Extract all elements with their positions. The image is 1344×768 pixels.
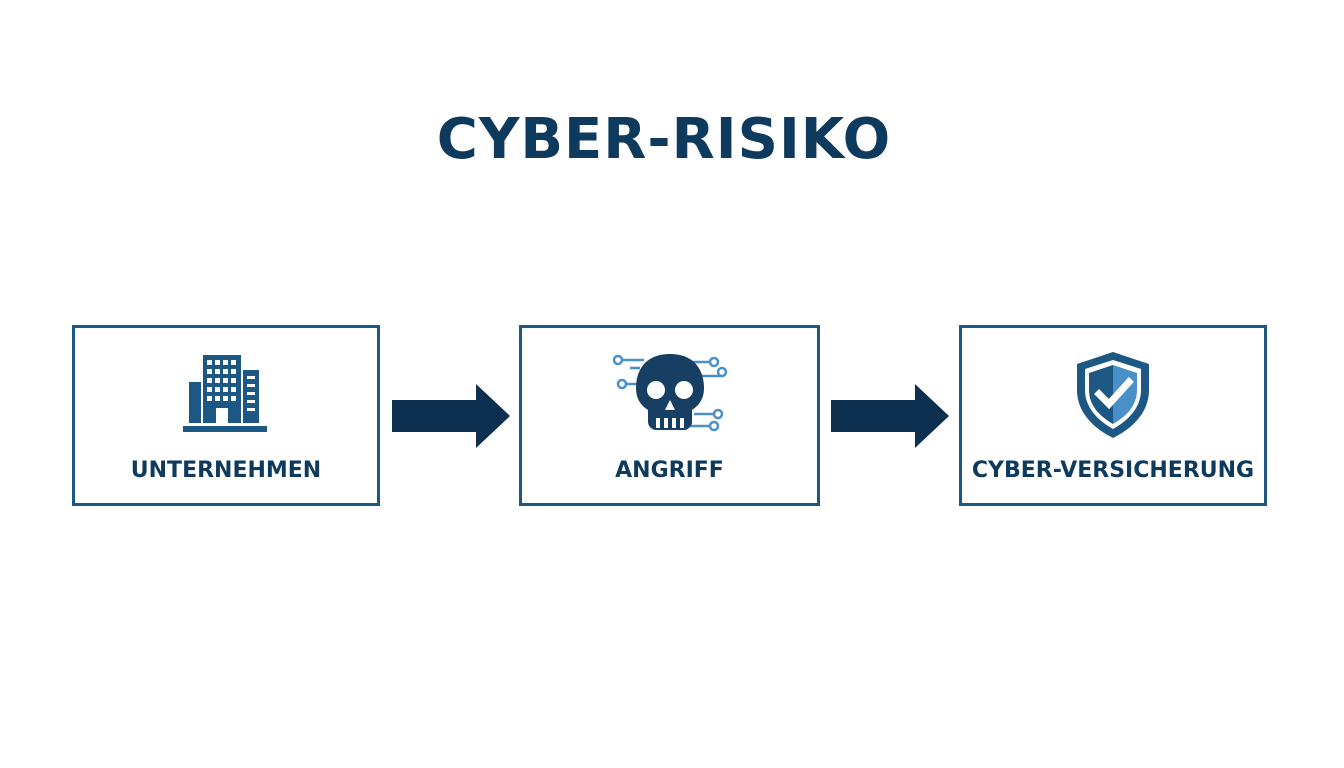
step-label: ANGRIFF (615, 458, 724, 483)
step-box-cyber-versicherung: CYBER-VERSICHERUNG (959, 325, 1267, 506)
step-label: CYBER-VERSICHERUNG (971, 458, 1255, 483)
flow-arrow-right-icon (831, 384, 949, 452)
step-box-unternehmen: UNTERNEHMEN (72, 325, 380, 506)
office-building-icon (183, 350, 269, 440)
cyber-skull-icon (610, 350, 730, 444)
step-label: UNTERNEHMEN (130, 458, 322, 483)
flow-arrow-right-icon (392, 384, 510, 452)
step-box-angriff: ANGRIFF (519, 325, 820, 506)
diagram-title: CYBER-RISIKO (436, 107, 892, 172)
shield-check-icon (1073, 350, 1153, 444)
